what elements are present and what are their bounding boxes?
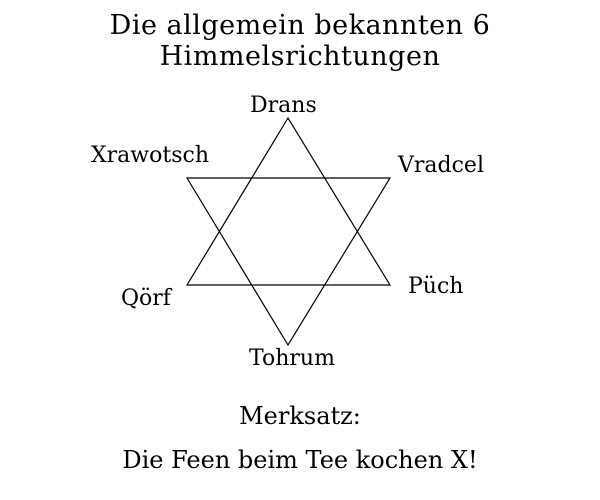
mnemonic-heading: Merksatz: [239,402,361,430]
mnemonic-sentence: Die Feen beim Tee kochen X! [122,446,478,474]
direction-upper-left-label: Xrawotsch [91,143,209,168]
direction-upper-right-label: Vradcel [398,153,484,178]
direction-top-label: Drans [250,93,317,118]
direction-lower-left-label: Qörf [121,286,171,311]
downward-triangle [185,177,392,347]
direction-lower-right-label: Püch [408,274,464,299]
upward-triangle [185,116,392,286]
direction-bottom-label: Tohrum [249,346,335,371]
diagram-title: Die allgemein bekannten 6 Himmelsrichtun… [109,10,491,72]
